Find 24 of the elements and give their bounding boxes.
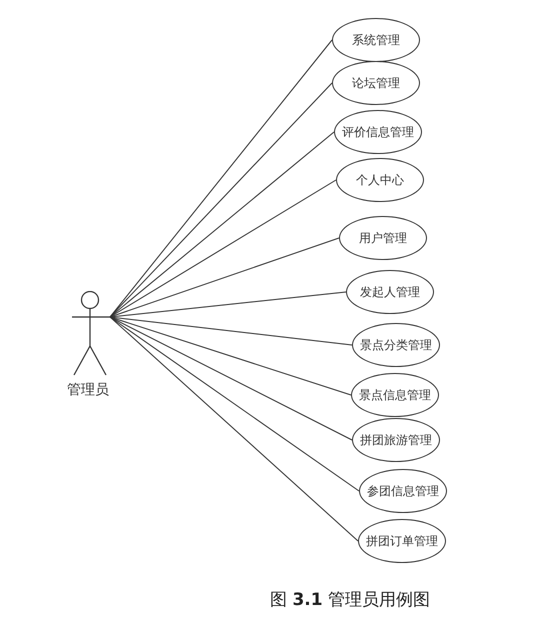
use-case-ellipse: 拼团旅游管理: [352, 418, 440, 462]
use-case-ellipse: 景点信息管理: [351, 373, 439, 417]
figure-caption: 图 3.1 管理员用例图: [269, 589, 431, 611]
association-line: [110, 40, 332, 318]
use-case-ellipse: 拼团订单管理: [358, 519, 446, 563]
use-case-ellipse: 用户管理: [339, 216, 427, 260]
association-line: [110, 316, 352, 440]
use-case-ellipse: 景点分类管理: [352, 323, 440, 367]
association-line: [110, 82, 332, 318]
use-case-ellipse: 评价信息管理: [334, 110, 422, 154]
association-line: [110, 180, 336, 318]
association-line: [110, 316, 358, 542]
use-case-ellipse: 系统管理: [332, 18, 420, 62]
association-line: [110, 292, 346, 318]
use-case-ellipse: 发起人管理: [346, 270, 434, 314]
actor-name: 管理员: [66, 381, 110, 399]
association-line: [110, 316, 352, 346]
association-line: [110, 316, 360, 492]
association-line: [110, 238, 340, 318]
use-case-ellipse: 论坛管理: [332, 61, 420, 105]
association-line: [110, 316, 352, 396]
use-case-ellipse: 参团信息管理: [359, 469, 447, 513]
association-line: [110, 132, 334, 318]
use-case-ellipse: 个人中心: [336, 158, 424, 202]
